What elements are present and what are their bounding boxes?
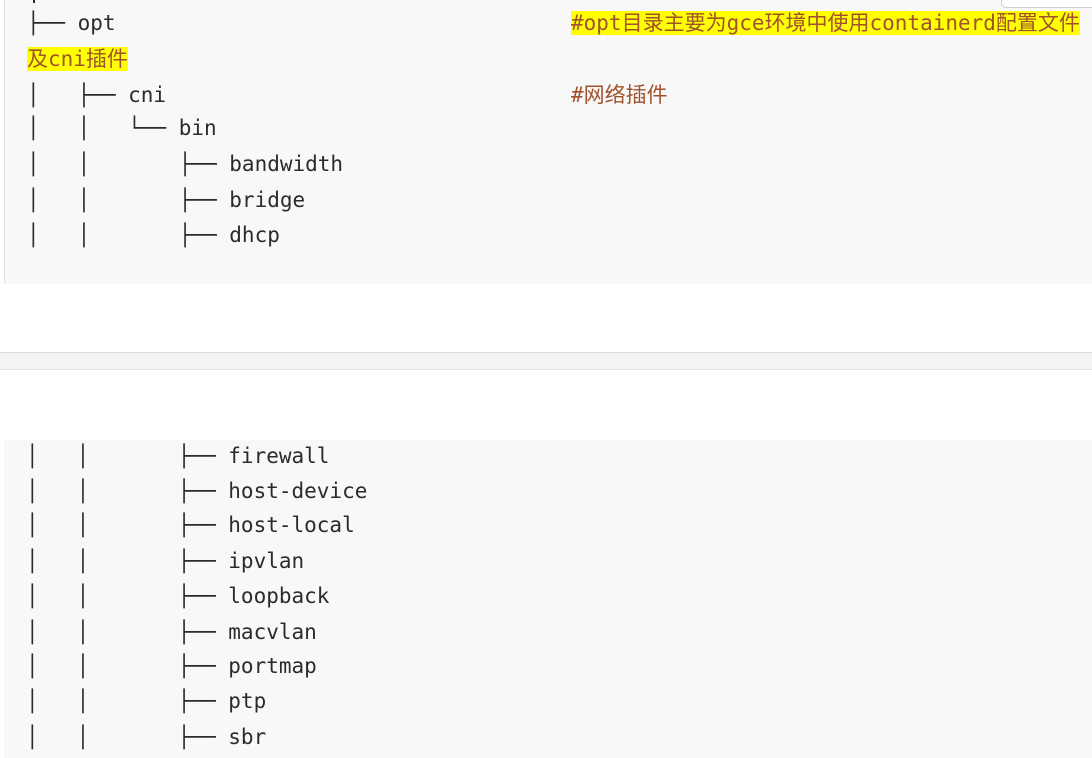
tree-line-firewall: │ │ ├── firewall bbox=[26, 444, 330, 468]
comment-cni: #网络插件 bbox=[571, 83, 668, 107]
tree-line-bin: │ │ └── bin bbox=[27, 116, 217, 140]
tree-connector-stub bbox=[33, 0, 35, 3]
tree-line-host-local: │ │ ├── host-local bbox=[26, 513, 355, 537]
highlighted-comment-opt: #opt目录主要为gce环境中使用containerd配置文件 bbox=[571, 11, 1080, 35]
page-break-divider bbox=[0, 352, 1092, 370]
tree-line-bridge: │ │ ├── bridge bbox=[27, 188, 306, 212]
copy-tab[interactable] bbox=[1001, 0, 1092, 8]
tree-line-sbr: │ │ ├── sbr bbox=[26, 725, 267, 749]
tree-line-host-device: │ │ ├── host-device bbox=[26, 479, 368, 503]
tree-line-bandwidth: │ │ ├── bandwidth bbox=[27, 152, 344, 176]
tree-line-opt: ├── opt bbox=[27, 11, 116, 35]
tree-line-ipvlan: │ │ ├── ipvlan bbox=[26, 549, 305, 573]
comment-opt: #opt目录主要为gce环境中使用containerd配置文件 bbox=[571, 8, 1080, 38]
tree-line-ptp: │ │ ├── ptp bbox=[26, 689, 267, 713]
code-block-bottom: │ │ ├── firewall │ │ ├── host-device │ │… bbox=[4, 440, 1092, 758]
highlighted-comment-opt-wrap: 及cni插件 bbox=[27, 47, 128, 71]
code-block-top: ├── opt #opt目录主要为gce环境中使用containerd配置文件 … bbox=[4, 0, 1092, 284]
tree-line-macvlan: │ │ ├── macvlan bbox=[26, 620, 317, 644]
comment-opt-wrap: 及cni插件 bbox=[27, 44, 128, 74]
tree-line-dhcp: │ │ ├── dhcp bbox=[27, 223, 280, 247]
tree-line-portmap: │ │ ├── portmap bbox=[26, 654, 317, 678]
tree-line-loopback: │ │ ├── loopback bbox=[26, 584, 330, 608]
tree-line-cni: │ ├── cni bbox=[27, 83, 167, 107]
